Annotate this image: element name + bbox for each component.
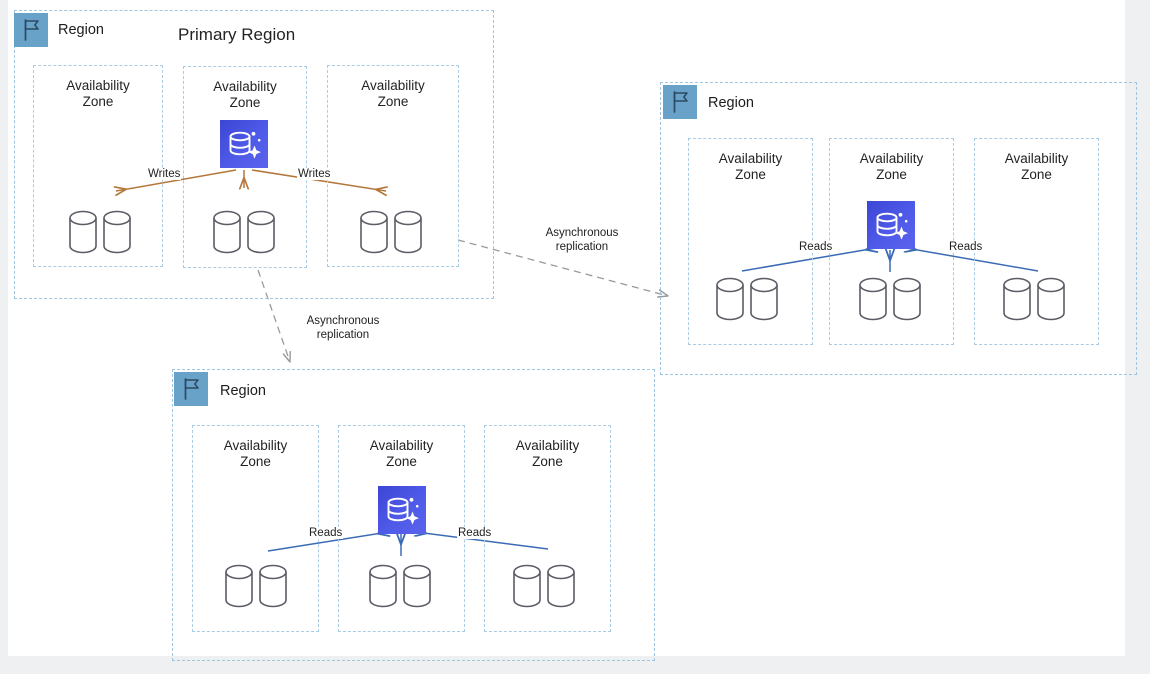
database-cylinder-icon (357, 208, 427, 256)
reads-label-right: Reads (948, 241, 984, 253)
region-primary[interactable] (14, 10, 494, 299)
flag-icon (174, 372, 208, 406)
replication-label-right: Asynchronous replication (545, 227, 619, 253)
az-label: Availability Zone (369, 438, 434, 469)
az-box-primary-3[interactable]: Availability Zone (327, 65, 459, 267)
database-cylinder-icon (366, 562, 436, 610)
az-box-primary-2[interactable]: Availability Zone (183, 66, 307, 268)
writes-label-right: Writes (297, 168, 332, 180)
region-secondary-right[interactable] (660, 82, 1137, 375)
database-cylinder-icon (856, 275, 926, 323)
az-label: Availability Zone (718, 151, 783, 182)
database-sparkle-icon[interactable] (378, 486, 426, 534)
region-primary-label: Region (58, 22, 104, 38)
flag-icon (663, 85, 697, 119)
page-title: Primary Region (178, 25, 296, 44)
database-cylinder-icon (66, 208, 136, 256)
az-label: Availability Zone (515, 438, 580, 469)
database-cylinder-icon (222, 562, 292, 610)
az-label: Availability Zone (1004, 151, 1069, 182)
database-cylinder-icon (1000, 275, 1070, 323)
database-cylinder-icon (210, 208, 280, 256)
az-label: Availability Zone (361, 78, 425, 109)
region-secondary-right-label: Region (708, 95, 754, 111)
az-label: Availability Zone (66, 78, 130, 109)
diagram-canvas (8, 0, 1125, 656)
reads-label-right: Reads (457, 527, 493, 539)
az-label: Availability Zone (213, 79, 277, 110)
region-secondary-bottom[interactable] (172, 369, 655, 661)
database-cylinder-icon (713, 275, 783, 323)
region-secondary-bottom-label: Region (220, 383, 266, 399)
reads-label-left: Reads (798, 241, 834, 253)
az-label: Availability Zone (859, 151, 924, 182)
replication-label-bottom: Asynchronous replication (306, 315, 380, 341)
writes-label-left: Writes (147, 168, 182, 180)
database-cylinder-icon (510, 562, 580, 610)
database-sparkle-icon[interactable] (867, 201, 915, 249)
az-label: Availability Zone (223, 438, 288, 469)
reads-label-left: Reads (308, 527, 344, 539)
az-box-primary-1[interactable]: Availability Zone (33, 65, 163, 267)
flag-icon (14, 13, 48, 47)
database-sparkle-icon[interactable] (220, 120, 268, 168)
